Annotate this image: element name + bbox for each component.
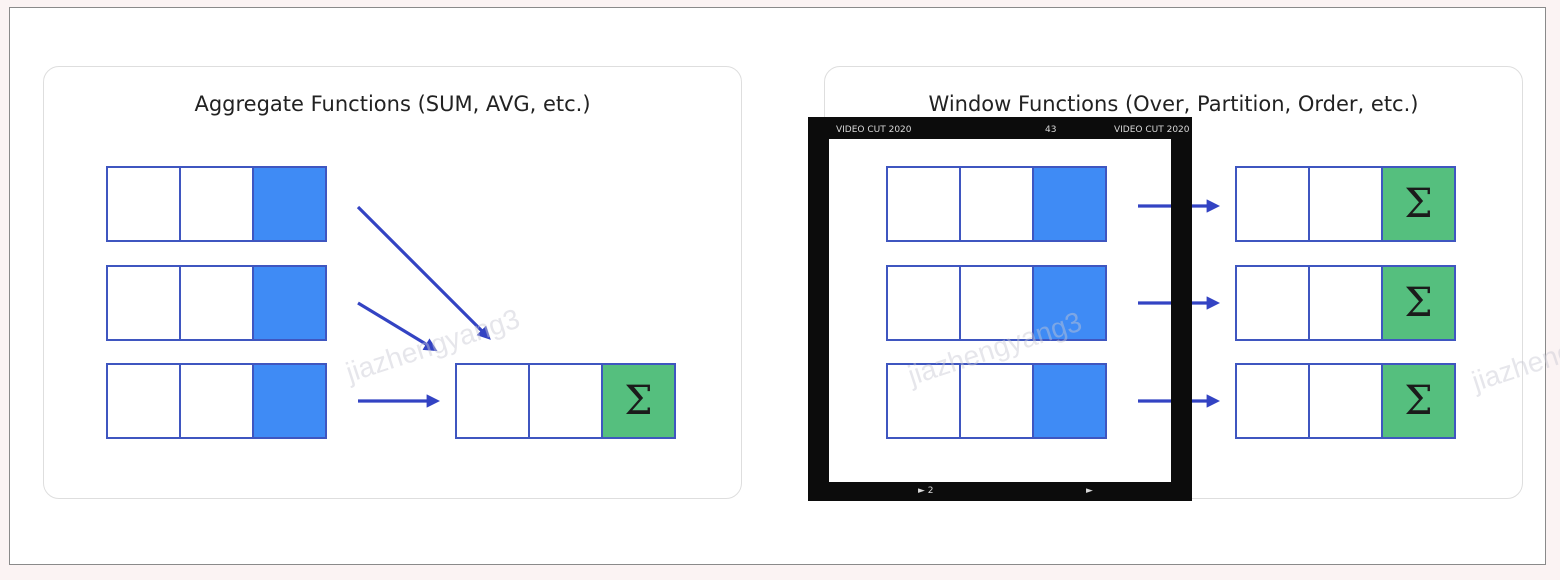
film-label-bottom-right: ► — [1086, 486, 1093, 496]
film-label-top-left: VIDEO CUT 2020 — [836, 125, 912, 135]
window-output-row-3: Σ — [1235, 363, 1460, 439]
cell — [1308, 265, 1383, 341]
film-frame-overlay — [808, 117, 1192, 501]
value-cell — [252, 166, 327, 242]
cell — [179, 363, 254, 439]
window-output-row-2: Σ — [1235, 265, 1460, 341]
aggregate-input-row-1 — [106, 166, 331, 242]
cell — [106, 363, 181, 439]
aggregate-input-row-2 — [106, 265, 331, 341]
sum-cell: Σ — [1381, 166, 1456, 242]
sigma-icon: Σ — [1404, 181, 1433, 227]
sum-cell: Σ — [1381, 363, 1456, 439]
sum-cell: Σ — [1381, 265, 1456, 341]
value-cell — [252, 265, 327, 341]
sum-cell: Σ — [601, 363, 676, 439]
window-input-row-2 — [886, 265, 1111, 341]
cell — [106, 166, 181, 242]
value-cell — [252, 363, 327, 439]
film-label-bottom-left: ► 2 — [918, 486, 934, 496]
cell — [1308, 363, 1383, 439]
cell — [179, 265, 254, 341]
arrow-icon — [356, 205, 491, 340]
aggregate-result-row: Σ — [455, 363, 680, 439]
window-functions-title: Window Functions (Over, Partition, Order… — [928, 92, 1419, 116]
arrow-icon — [357, 301, 438, 352]
cell — [886, 363, 961, 439]
cell — [1235, 166, 1310, 242]
cell — [455, 363, 530, 439]
window-output-row-1: Σ — [1235, 166, 1460, 242]
sigma-icon: Σ — [1404, 280, 1433, 326]
sigma-icon: Σ — [1404, 378, 1433, 424]
cell — [886, 166, 961, 242]
window-input-row-3 — [886, 363, 1111, 439]
window-input-row-1 — [886, 166, 1111, 242]
sigma-icon: Σ — [624, 378, 653, 424]
value-cell — [1032, 166, 1107, 242]
cell — [959, 363, 1034, 439]
cell — [528, 363, 603, 439]
film-label-top-right: VIDEO CUT 2020 — [1114, 125, 1190, 135]
cell — [179, 166, 254, 242]
aggregate-input-row-3 — [106, 363, 331, 439]
value-cell — [1032, 265, 1107, 341]
cell — [1308, 166, 1383, 242]
aggregate-functions-title: Aggregate Functions (SUM, AVG, etc.) — [194, 92, 591, 116]
value-cell — [1032, 363, 1107, 439]
film-label-top-center: 43 — [1045, 125, 1057, 135]
